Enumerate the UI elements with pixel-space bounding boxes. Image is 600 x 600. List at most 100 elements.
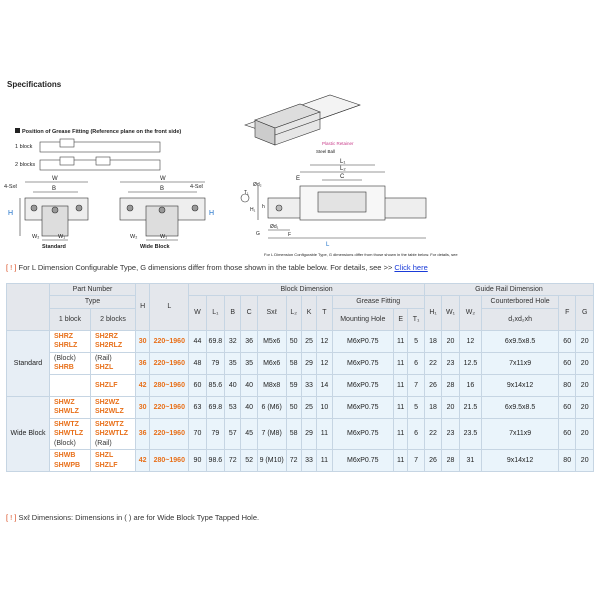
click-here-link[interactable]: Click here: [394, 263, 428, 272]
h1-cell: 26: [423, 449, 443, 473]
type-header: Type: [48, 295, 137, 309]
c-header: C: [240, 295, 258, 331]
part-number[interactable]: SH2WTLZ: [94, 430, 129, 438]
l-range-cell: 220~1960: [149, 329, 190, 353]
part-number[interactable]: SH2RZ: [94, 332, 118, 340]
w2-cell: 12: [458, 329, 483, 353]
part-number[interactable]: SHZLF: [94, 381, 118, 389]
one-block-part-cell: [49, 373, 91, 397]
guide-rail-header: Guide Rail Dimension: [423, 282, 595, 297]
g-cell: 20: [575, 395, 594, 419]
g-cell: 20: [575, 417, 594, 451]
w-cell: 60: [188, 373, 207, 397]
t1-cell: 7: [407, 449, 425, 473]
cb-cell: 9x14x12: [481, 449, 559, 473]
part-number[interactable]: SH2WLZ: [94, 408, 124, 416]
label-l1-side: L₁: [340, 159, 345, 165]
f-header: F: [557, 295, 577, 331]
part-number: (Block): [54, 354, 76, 362]
label-b-wide: B: [160, 186, 164, 192]
part-number[interactable]: SHWB: [54, 452, 76, 460]
c-cell: 36: [240, 329, 258, 353]
part-number[interactable]: SH2WZ: [94, 398, 120, 406]
cb-cell: 7x11x9: [481, 351, 559, 375]
part-number[interactable]: SH2RLZ: [94, 342, 123, 350]
label-t1-side: T₁: [244, 190, 249, 196]
w1-cell: 20: [441, 395, 460, 419]
t-cell: 14: [316, 373, 333, 397]
g-cell: 20: [575, 449, 594, 473]
part-number[interactable]: SHWZ: [54, 398, 75, 406]
note-mark: [ ! ]: [6, 263, 17, 272]
h-cell: 36: [135, 417, 151, 451]
block-two-b: [95, 156, 111, 166]
label-c-side: C: [340, 174, 345, 180]
counterbored-header: Counterbored Hole: [481, 295, 559, 309]
sxl-cell: 9 (M10): [256, 449, 287, 473]
two-blocks-part-cell: SH2RZ SH2RLZ: [89, 329, 137, 353]
g-cell: 20: [575, 329, 594, 353]
two-blocks-part-cell: SH2WTZ SH2WTLZ(Rail): [89, 417, 137, 451]
w-cell: 48: [188, 351, 207, 375]
configurable-note: [ ! ] For L Dimension Configurable Type,…: [6, 263, 428, 272]
part-number[interactable]: SHRZ: [54, 332, 74, 340]
part-number[interactable]: SHRLZ: [54, 342, 78, 350]
e-cell: 11: [393, 351, 409, 375]
h1-cell: 18: [423, 395, 443, 419]
w2-cell: 23.5: [458, 417, 483, 451]
sxl-cell: M8x8: [256, 373, 287, 397]
w1-cell: 20: [441, 329, 460, 353]
part-number: (Rail): [94, 439, 112, 447]
w-cell: 70: [188, 417, 207, 451]
part-number[interactable]: SHWLZ: [54, 408, 79, 416]
cb-cell: 6x9.5x8.5: [481, 329, 559, 353]
t-cell: 11: [316, 417, 333, 451]
w-cell: 44: [188, 329, 207, 353]
w1-cell: 23: [441, 351, 460, 375]
part-number[interactable]: SHWPB: [54, 461, 81, 469]
b-header: B: [224, 295, 242, 331]
one-block-label: 1 block: [15, 144, 33, 150]
t1-cell: 7: [407, 373, 425, 397]
part-number[interactable]: SH2WTZ: [94, 420, 124, 428]
w2-header: W₂: [458, 295, 483, 331]
h-cell: 30: [135, 395, 151, 419]
sxl-cell: M5x6: [256, 329, 287, 353]
h-cell: 36: [135, 351, 151, 375]
h-header: H: [135, 283, 151, 331]
note-text: For L Dimension Configurable Type, G dim…: [18, 263, 393, 272]
b-cell: 72: [224, 449, 242, 473]
label-w1-wide: W₁: [160, 234, 167, 240]
part-number[interactable]: SHZL: [94, 452, 114, 460]
one-block-part-cell: SHWZ SHWLZ: [49, 395, 91, 419]
l1-cell: 79: [205, 351, 226, 375]
t-cell: 11: [316, 449, 333, 473]
w2-cell: 12.5: [458, 351, 483, 375]
c-cell: 45: [240, 417, 258, 451]
t1-cell: 5: [407, 329, 425, 353]
sxl-note: [ ! ] Sxℓ Dimensions: Dimensions in ( ) …: [6, 513, 259, 522]
w-cell: 90: [188, 449, 207, 473]
c-cell: 40: [240, 395, 258, 419]
label-h1-side: H₁: [250, 207, 256, 213]
e-cell: 11: [393, 373, 409, 397]
part-number[interactable]: SHZLF: [94, 461, 118, 469]
label-h-small-side: h: [262, 204, 265, 210]
t-header: T: [316, 295, 333, 331]
part-number[interactable]: SHZL: [94, 364, 114, 372]
label-h-wide: H: [209, 210, 214, 217]
part-number[interactable]: SHRB: [54, 364, 74, 372]
f-cell: 60: [557, 329, 577, 353]
d1d2h-header: d₁xd₂xh: [481, 307, 559, 331]
f-cell: 60: [557, 351, 577, 375]
sxl-cell: 7 (M8): [256, 417, 287, 451]
l1-cell: 79: [205, 417, 226, 451]
f-cell: 80: [557, 373, 577, 397]
part-number[interactable]: SHWTZ: [54, 420, 79, 428]
note-text-2: Sxℓ Dimensions: Dimensions in ( ) are fo…: [18, 513, 260, 522]
part-number[interactable]: SHWTLZ: [54, 430, 84, 438]
